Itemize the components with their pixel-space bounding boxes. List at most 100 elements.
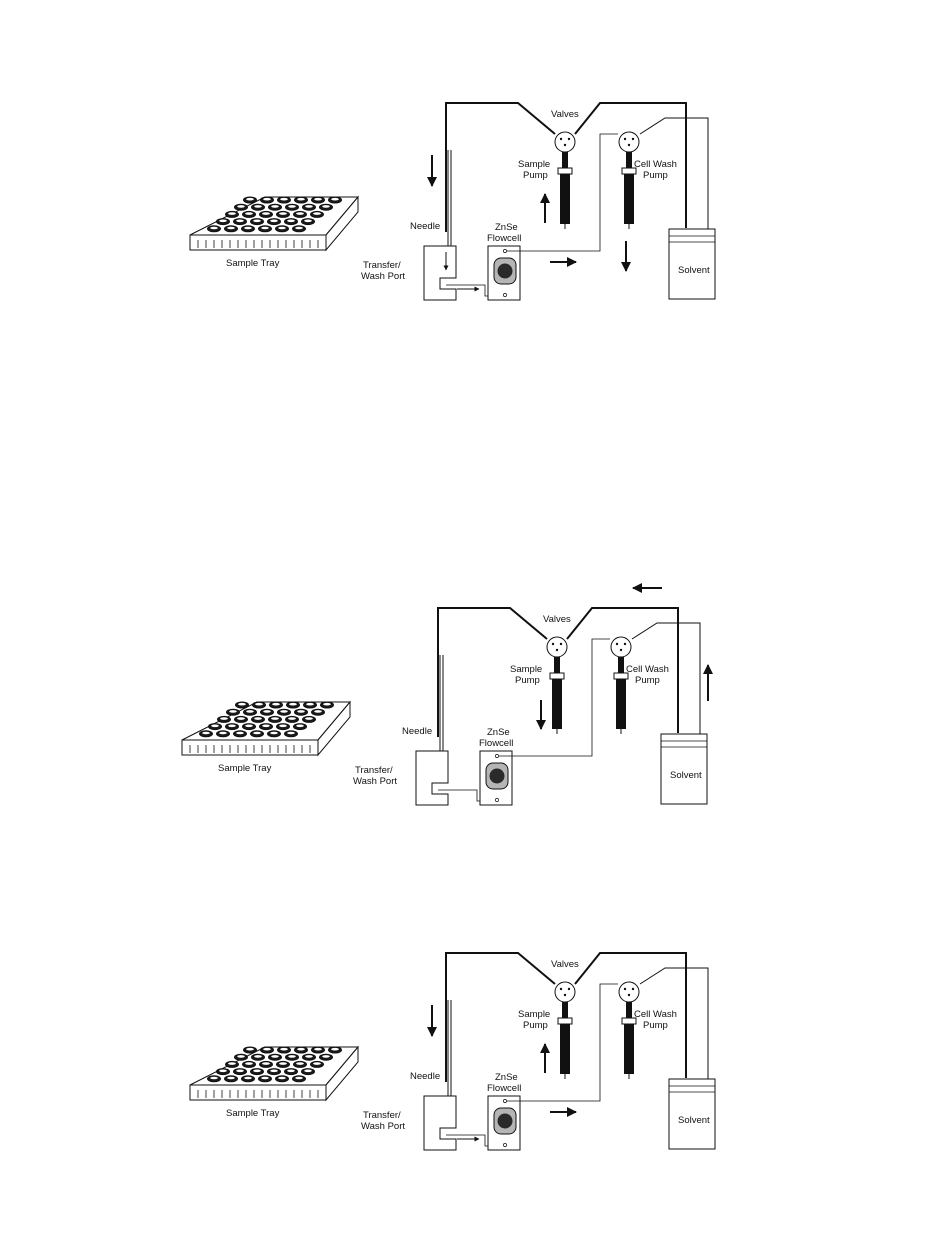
tray-well-highlight bbox=[228, 725, 236, 728]
tray-well-highlight bbox=[297, 198, 305, 201]
tray-well-highlight bbox=[229, 710, 237, 713]
tray-well-highlight bbox=[238, 703, 246, 706]
tray-well-highlight bbox=[246, 710, 254, 713]
sample-tray-label: Sample Tray bbox=[226, 258, 280, 269]
transfer-label-1: Transfer/ bbox=[355, 765, 393, 776]
tray-well-highlight bbox=[253, 220, 261, 223]
tray-well-highlight bbox=[262, 725, 270, 728]
transfer-label-1: Transfer/ bbox=[363, 1110, 401, 1121]
tray-well-highlight bbox=[305, 717, 313, 720]
tray-well-highlight bbox=[304, 220, 312, 223]
tray-well-highlight bbox=[271, 205, 279, 208]
sample-pump-label-2: Pump bbox=[523, 170, 548, 181]
needle-label: Needle bbox=[410, 221, 440, 232]
tray-well-highlight bbox=[314, 198, 322, 201]
cellwash-valve bbox=[619, 982, 639, 1002]
tray-well-highlight bbox=[244, 227, 252, 230]
sample-pump bbox=[550, 657, 564, 734]
tray-well-highlight bbox=[227, 227, 235, 230]
tray-well-highlight bbox=[237, 1055, 245, 1058]
sample-pump bbox=[558, 1002, 572, 1079]
tray-well-highlight bbox=[313, 212, 321, 215]
tray-well-highlight bbox=[278, 1077, 286, 1080]
valves-label: Valves bbox=[543, 614, 571, 625]
cellwash-pump-label-2: Pump bbox=[643, 1020, 668, 1031]
tray-well-highlight bbox=[270, 732, 278, 735]
tray-well-highlight bbox=[262, 212, 270, 215]
tray-well-highlight bbox=[331, 1048, 339, 1051]
tray-well-highlight bbox=[220, 717, 228, 720]
tray-well-highlight bbox=[210, 1077, 218, 1080]
tray-well-highlight bbox=[287, 732, 295, 735]
znse-flowcell bbox=[480, 751, 512, 805]
sample-tray: Sample Tray bbox=[190, 197, 358, 269]
flowcell-label-2: Flowcell bbox=[479, 738, 513, 749]
flowcell-label-1: ZnSe bbox=[487, 727, 510, 738]
solvent-label: Solvent bbox=[670, 770, 702, 781]
cellwash-pump-label-1: Cell Wash bbox=[634, 1009, 677, 1020]
solvent-reservoir bbox=[661, 734, 707, 804]
tray-well-highlight bbox=[296, 1062, 304, 1065]
tray-well-highlight bbox=[287, 1070, 295, 1073]
solvent-reservoir bbox=[669, 1079, 715, 1149]
tray-well-highlight bbox=[210, 227, 218, 230]
tray-well-highlight bbox=[295, 227, 303, 230]
sample-tray-label: Sample Tray bbox=[218, 763, 272, 774]
tray-well-highlight bbox=[288, 717, 296, 720]
tray-well-highlight bbox=[236, 1070, 244, 1073]
sample-valve bbox=[555, 982, 575, 1002]
tray-well-highlight bbox=[246, 198, 254, 201]
tray-well-highlight bbox=[228, 212, 236, 215]
sample-tray-label: Sample Tray bbox=[226, 1108, 280, 1119]
tray-well-highlight bbox=[297, 1048, 305, 1051]
tray-well-highlight bbox=[272, 703, 280, 706]
tray-well-highlight bbox=[279, 212, 287, 215]
tray-well-highlight bbox=[262, 1062, 270, 1065]
tray-well-highlight bbox=[278, 227, 286, 230]
tray-well-highlight bbox=[261, 1077, 269, 1080]
tray-well-highlight bbox=[219, 220, 227, 223]
tray-well-highlight bbox=[263, 710, 271, 713]
tray-well-highlight bbox=[289, 703, 297, 706]
cellwash-valve bbox=[611, 637, 631, 657]
tray-well-highlight bbox=[219, 1070, 227, 1073]
tray-well-highlight bbox=[227, 1077, 235, 1080]
tray-well-highlight bbox=[237, 205, 245, 208]
tray-well-highlight bbox=[271, 1055, 279, 1058]
tray-well-highlight bbox=[296, 725, 304, 728]
flowcell-label-2: Flowcell bbox=[487, 233, 521, 244]
tray-well-highlight bbox=[228, 1062, 236, 1065]
tray-well-highlight bbox=[211, 725, 219, 728]
solvent-label: Solvent bbox=[678, 1115, 710, 1126]
panel-1: Sample Tray Needle Transfer/ Wash Port Z… bbox=[190, 103, 715, 300]
cellwash-pump-label-2: Pump bbox=[643, 170, 668, 181]
tray-well-highlight bbox=[313, 1062, 321, 1065]
tray-well-highlight bbox=[314, 1048, 322, 1051]
tray-well-highlight bbox=[304, 1070, 312, 1073]
tray-well-highlight bbox=[323, 703, 331, 706]
tray-well-highlight bbox=[246, 1048, 254, 1051]
flowcell-label-1: ZnSe bbox=[495, 1072, 518, 1083]
cellwash-valve bbox=[619, 132, 639, 152]
tray-well-highlight bbox=[322, 205, 330, 208]
tray-well-highlight bbox=[288, 205, 296, 208]
transfer-wash-port bbox=[416, 751, 448, 805]
sample-valve bbox=[555, 132, 575, 152]
tray-well-highlight bbox=[271, 717, 279, 720]
sample-tray: Sample Tray bbox=[182, 702, 350, 774]
solvent-label: Solvent bbox=[678, 265, 710, 276]
cellwash-pump-label-2: Pump bbox=[635, 675, 660, 686]
sample-pump-label-1: Sample bbox=[510, 664, 542, 675]
sample-pump-label-1: Sample bbox=[518, 159, 550, 170]
tray-well-highlight bbox=[295, 1077, 303, 1080]
tray-well-highlight bbox=[202, 732, 210, 735]
panel-3: Sample Tray Needle Transfer/ Wash Port Z… bbox=[190, 953, 715, 1150]
tray-well-highlight bbox=[253, 732, 261, 735]
needle bbox=[440, 655, 443, 751]
znse-flowcell bbox=[488, 246, 520, 300]
tray-well-highlight bbox=[245, 725, 253, 728]
needle-label: Needle bbox=[402, 726, 432, 737]
tray-well-highlight bbox=[254, 205, 262, 208]
transfer-label-2: Wash Port bbox=[361, 271, 405, 282]
valves-label: Valves bbox=[551, 109, 579, 120]
